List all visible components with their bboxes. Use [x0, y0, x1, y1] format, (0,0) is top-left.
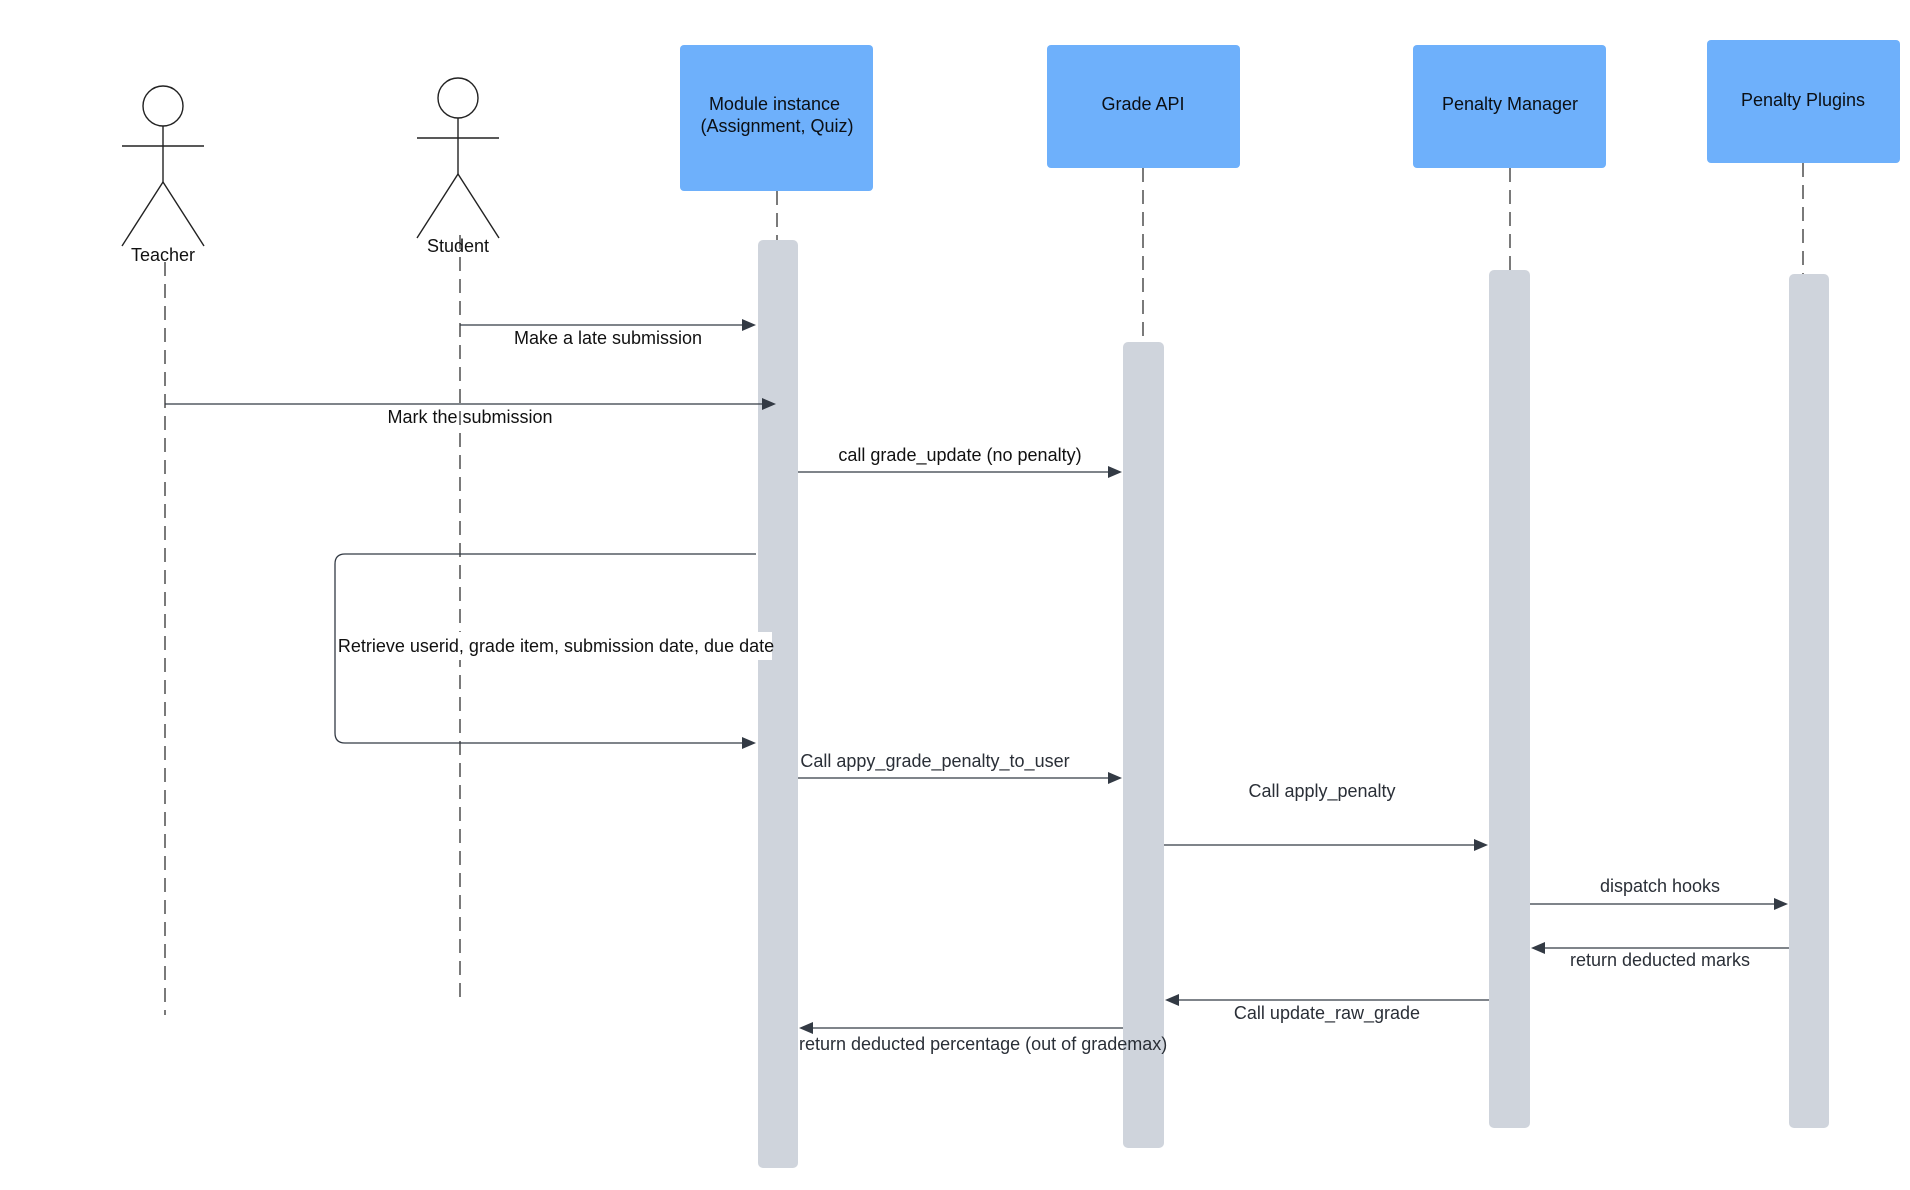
arrowhead-icon — [1165, 994, 1179, 1006]
message-label-mark-submission: Mark the submission — [387, 407, 552, 427]
message-label-appy-grade-penalty: Call appy_grade_penalty_to_user — [800, 751, 1069, 772]
message-apply-penalty: Call apply_penalty — [1164, 781, 1488, 851]
activation-bar-module — [758, 240, 798, 1168]
participant-module-label-line-2: (Assignment, Quiz) — [700, 116, 853, 136]
message-appy-grade-penalty: Call appy_grade_penalty_to_user — [798, 751, 1122, 784]
arrowhead-icon — [742, 319, 756, 331]
participant-grade-api: Grade API — [1047, 45, 1240, 168]
activation-bar-penalty-manager — [1489, 270, 1530, 1128]
arrowhead-icon — [742, 737, 756, 749]
arrowhead-icon — [1531, 942, 1545, 954]
message-late-submission: Make a late submission — [460, 319, 756, 348]
message-label-return-deducted-percentage: return deducted percentage (out of grade… — [799, 1034, 1167, 1054]
arrowhead-icon — [1108, 772, 1122, 784]
participant-penalty-manager-label: Penalty Manager — [1442, 94, 1578, 114]
message-return-deducted-marks: return deducted marks — [1531, 942, 1789, 970]
participant-penalty-plugins: Penalty Plugins — [1707, 40, 1900, 163]
activation-bar-penalty-plugins — [1789, 274, 1829, 1128]
message-label-late-submission: Make a late submission — [514, 328, 702, 348]
actor-label-teacher: Teacher — [131, 245, 195, 265]
arrowhead-icon — [799, 1022, 813, 1034]
message-label-retrieve: Retrieve userid, grade item, submission … — [338, 636, 774, 656]
actor-label-student: Student — [427, 236, 489, 256]
message-dispatch-hooks: dispatch hooks — [1530, 876, 1788, 910]
arrowhead-icon — [762, 398, 776, 410]
participant-module-label-line-1: Module instance — [709, 94, 840, 114]
stick-figure-icon — [121, 85, 205, 247]
participant-module-instance: Module instance (Assignment, Quiz) — [680, 45, 873, 191]
participant-penalty-plugins-label: Penalty Plugins — [1741, 90, 1865, 110]
activation-bar-grade-api — [1123, 342, 1164, 1148]
message-label-dispatch-hooks: dispatch hooks — [1600, 876, 1720, 896]
message-mark-submission: Mark the submission — [165, 398, 776, 427]
message-grade-update: call grade_update (no penalty) — [798, 445, 1122, 478]
message-label-return-deducted-marks: return deducted marks — [1570, 950, 1750, 970]
participant-grade-api-label: Grade API — [1101, 94, 1184, 114]
participant-penalty-manager: Penalty Manager — [1413, 45, 1606, 168]
arrowhead-icon — [1774, 898, 1788, 910]
arrowhead-icon — [1108, 466, 1122, 478]
message-update-raw-grade: Call update_raw_grade — [1165, 994, 1489, 1024]
svg-text:Module instance (Assignm: Module instance (Assignment, Quiz) — [700, 94, 853, 136]
actor-teacher: Teacher — [121, 85, 205, 265]
message-label-apply-penalty: Call apply_penalty — [1248, 781, 1395, 802]
message-label-update-raw-grade: Call update_raw_grade — [1234, 1003, 1420, 1024]
stick-figure-icon — [416, 77, 500, 239]
actor-student: Student — [416, 77, 500, 256]
message-label-grade-update: call grade_update (no penalty) — [838, 445, 1081, 466]
message-retrieve-self-loop: Retrieve userid, grade item, submission … — [334, 553, 774, 749]
message-return-deducted-percentage: return deducted percentage (out of grade… — [799, 1022, 1167, 1054]
arrowhead-icon — [1474, 839, 1488, 851]
